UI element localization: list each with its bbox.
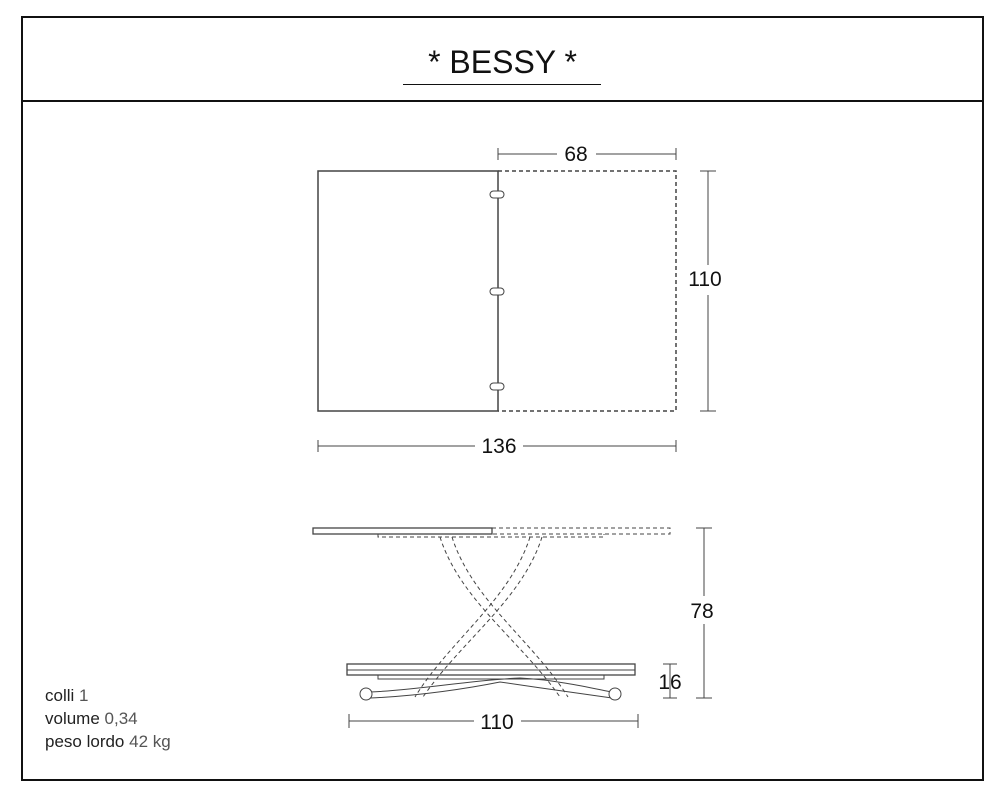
- product-title: * BESSY *: [428, 44, 577, 80]
- dim-68: 68: [564, 143, 587, 166]
- colli-row: colli 1: [45, 686, 89, 705]
- packing-info: colli 1 volume 0,34 peso lordo 42 kg: [45, 684, 171, 753]
- title-underline: [403, 84, 601, 85]
- dim-110-depth: 110: [688, 268, 721, 291]
- header: * BESSY *: [23, 18, 982, 102]
- volume-row: volume 0,34: [45, 709, 138, 728]
- dim-136: 136: [481, 435, 516, 458]
- dim-110-base: 110: [480, 711, 513, 734]
- side-view: [312, 527, 712, 728]
- drawing-frame: * BESSY *: [21, 16, 984, 781]
- dim-78: 78: [690, 600, 713, 623]
- weight-row: peso lordo 42 kg: [45, 732, 171, 751]
- dim-16: 16: [658, 671, 681, 694]
- top-view: [317, 148, 716, 452]
